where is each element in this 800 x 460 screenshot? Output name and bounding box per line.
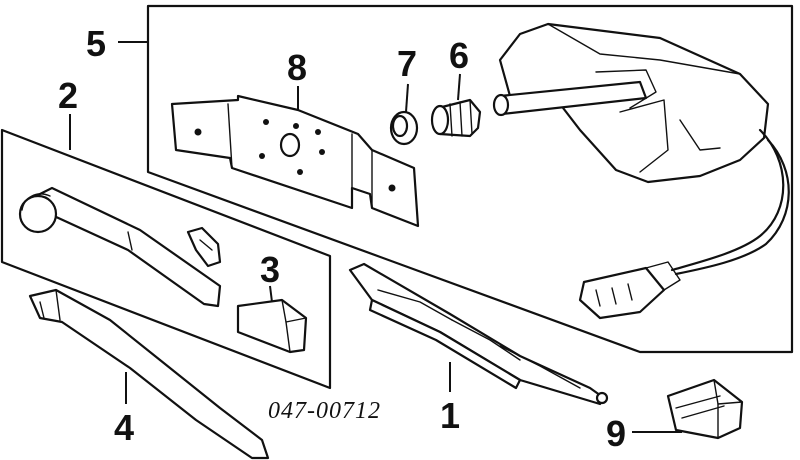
callout-label-6: 6 bbox=[449, 35, 469, 76]
callout-label-2: 2 bbox=[58, 75, 78, 116]
electrical-connector-part bbox=[666, 378, 744, 440]
wiper-blade-part bbox=[348, 262, 609, 406]
upper-assembly-panel bbox=[146, 4, 794, 354]
callout-label-1: 1 bbox=[440, 395, 460, 436]
left-assembly-panel bbox=[0, 128, 332, 390]
wiper-motor-part bbox=[492, 22, 790, 320]
diagram-part-number: 047-00712 bbox=[268, 398, 381, 424]
callout-label-3: 3 bbox=[260, 249, 280, 290]
leader-lines bbox=[69, 41, 682, 433]
blade-cover-part bbox=[28, 288, 270, 460]
callout-label-7: 7 bbox=[397, 43, 417, 84]
mounting-bracket-part bbox=[170, 94, 420, 228]
clip-part bbox=[186, 226, 222, 268]
washer-part bbox=[389, 110, 419, 146]
callout-label-8: 8 bbox=[287, 47, 307, 88]
callout-label-4: 4 bbox=[114, 407, 134, 448]
callout-label-9: 9 bbox=[606, 413, 626, 454]
wiper-arm-part bbox=[18, 186, 222, 308]
callout-label-5: 5 bbox=[86, 23, 106, 64]
cap-part bbox=[236, 298, 308, 354]
rubber-seal-part bbox=[430, 98, 482, 138]
